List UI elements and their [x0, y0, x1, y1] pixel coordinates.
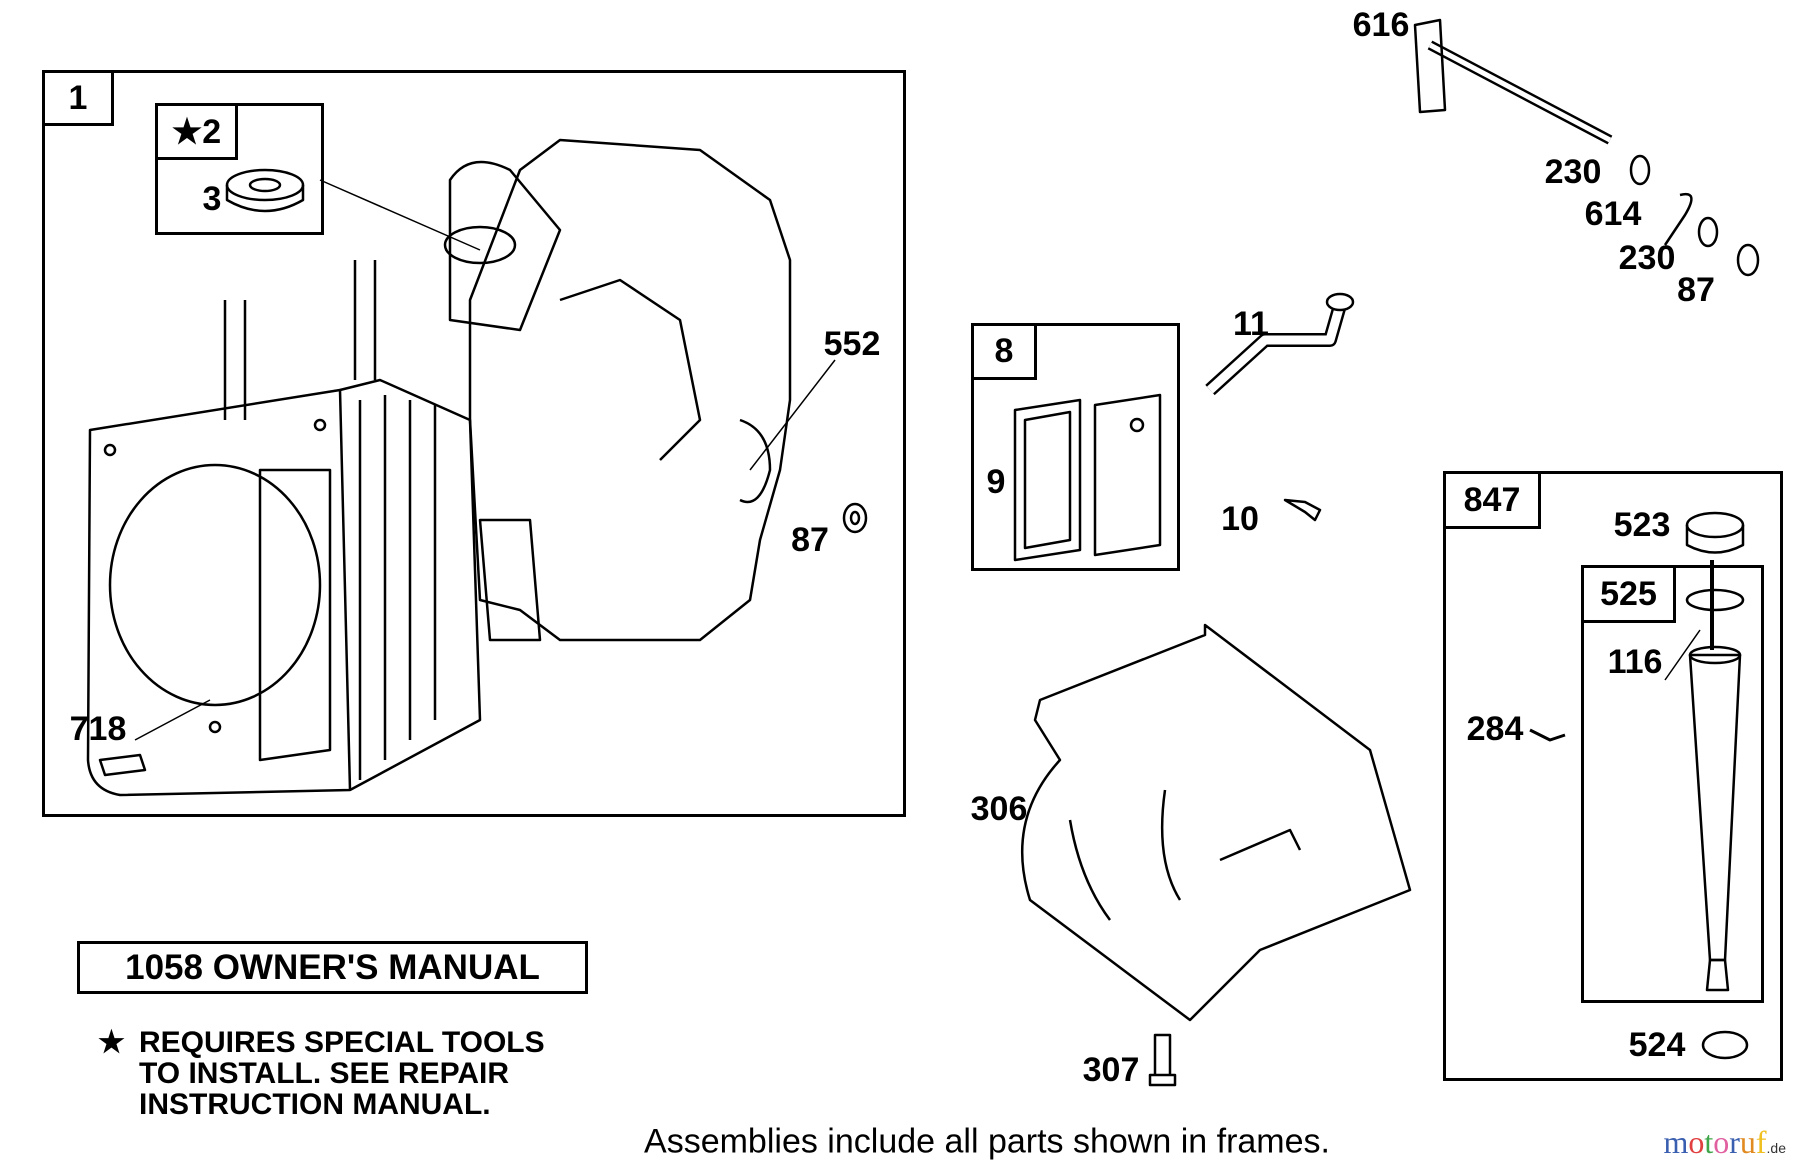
frame-cylinder-assembly: 1 [42, 70, 906, 817]
callout-307: 307 [1082, 1051, 1140, 1089]
watermark-letter: o [1688, 1124, 1705, 1160]
callout-524: 524 [1628, 1026, 1686, 1064]
callout-284: 284 [1466, 710, 1524, 748]
frame-dipstick-assembly: 847 [1443, 471, 1783, 1081]
frame-gasket-kit: 8 [971, 323, 1180, 571]
special-tools-note: ★ REQUIRES SPECIAL TOOLS TO INSTALL. SEE… [98, 1027, 545, 1120]
assemblies-caption: Assemblies include all parts shown in fr… [644, 1122, 1330, 1161]
bolt-drawing [1148, 1033, 1177, 1087]
watermark-letter: m [1663, 1124, 1689, 1160]
watermark-letter: u [1739, 1124, 1756, 1160]
callout-718: 718 [69, 710, 127, 748]
callout-306: 306 [970, 790, 1028, 828]
watermark-letter: r [1729, 1124, 1740, 1160]
note-line-2: TO INSTALL. SEE REPAIR [139, 1057, 510, 1090]
callout-11: 11 [1233, 305, 1269, 343]
frame-tag-2: ★2 [158, 106, 238, 160]
callout-616: 616 [1352, 6, 1410, 44]
note-line-3: INSTRUCTION MANUAL. [139, 1088, 491, 1121]
owners-manual-box: 1058 OWNER'S MANUAL [77, 941, 588, 994]
callout-523: 523 [1613, 506, 1671, 544]
callout-116: 116 [1607, 643, 1663, 681]
frame-tag-847: 847 [1446, 474, 1541, 529]
frame-dipstick: 525 [1581, 565, 1764, 1003]
gasket-drawing [1013, 393, 1162, 562]
air-guide-drawing [1020, 623, 1412, 1022]
watermark-letter: t [1704, 1124, 1714, 1160]
governor-shaft-drawing [1413, 18, 1760, 277]
callout-552: 552 [823, 325, 881, 363]
frame-tag-525: 525 [1584, 568, 1676, 623]
callout-614: 614 [1584, 195, 1642, 233]
callout-87-second: 87 [1677, 271, 1715, 309]
star-icon: ★ [98, 1026, 125, 1059]
dipstick-tube-drawing [1529, 511, 1749, 1060]
seal-drawing [225, 168, 305, 213]
frame-seal-kit: ★2 [155, 103, 324, 235]
callout-87: 87 [791, 521, 829, 559]
watermark-letter: f [1755, 1124, 1767, 1160]
watermark-logo: motoruf.de [1663, 1124, 1786, 1161]
frame-tag-1: 1 [45, 73, 114, 126]
callout-9: 9 [986, 463, 1006, 501]
watermark-letter: o [1713, 1124, 1730, 1160]
callout-10: 10 [1221, 500, 1259, 538]
washer-drawing [842, 502, 868, 534]
callout-230: 230 [1544, 153, 1602, 191]
engine-block-drawing [86, 138, 836, 797]
watermark-suffix: .de [1766, 1140, 1786, 1156]
callout-230-second: 230 [1618, 239, 1676, 277]
screw-drawing [1283, 498, 1322, 522]
callout-3: 3 [202, 180, 222, 218]
frame-tag-8: 8 [974, 326, 1037, 380]
note-line-1: REQUIRES SPECIAL TOOLS [139, 1026, 545, 1059]
